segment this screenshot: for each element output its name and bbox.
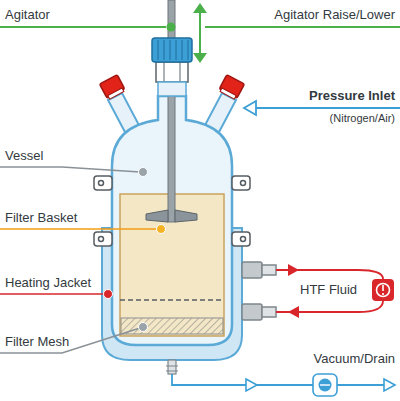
jacket-port bbox=[262, 265, 276, 275]
side-neck bbox=[100, 75, 126, 100]
agitator bbox=[168, 0, 175, 222]
vessel-flange bbox=[94, 176, 112, 190]
leader-line bbox=[0, 228, 157, 230]
leader-line bbox=[104, 290, 113, 299]
filter-basket bbox=[121, 318, 223, 334]
leader-line bbox=[0, 167, 140, 172]
part-label: Vessel bbox=[5, 149, 43, 164]
part-note: (Nitrogen/Air) bbox=[330, 112, 395, 125]
agitator-lines bbox=[167, 23, 176, 32]
vacuum-line bbox=[384, 379, 395, 391]
agitator bbox=[156, 62, 188, 82]
htf-loop bbox=[288, 306, 299, 318]
agitator bbox=[146, 210, 197, 222]
agitator-lines bbox=[205, 26, 400, 28]
pressure-inlet-line bbox=[244, 101, 256, 115]
leader-line bbox=[0, 328, 140, 353]
drain-outlet bbox=[168, 360, 176, 374]
jacket-port bbox=[242, 262, 262, 278]
drain-outlet bbox=[166, 366, 178, 371]
leader-line bbox=[139, 168, 148, 177]
agitator-lines bbox=[193, 3, 207, 63]
vessel-flange bbox=[99, 181, 104, 186]
pressure-inlet-line bbox=[254, 107, 400, 109]
part-label: Filter Basket bbox=[5, 211, 77, 226]
jacket-port bbox=[242, 262, 276, 320]
part-label: Agitator bbox=[5, 8, 50, 23]
vessel-flange bbox=[241, 237, 246, 242]
htf-loop bbox=[382, 285, 384, 295]
vessel-flange bbox=[94, 232, 112, 246]
agitator bbox=[152, 38, 192, 62]
side-neck bbox=[218, 75, 244, 100]
htf-loop bbox=[276, 264, 394, 318]
agitator bbox=[158, 82, 186, 96]
agitator-lines bbox=[199, 10, 201, 56]
filter-basket bbox=[120, 299, 224, 301]
side-neck bbox=[100, 75, 125, 99]
vacuum-line bbox=[320, 384, 330, 385]
vacuum-line bbox=[172, 374, 395, 396]
vessel-flange bbox=[99, 237, 104, 242]
htf-loop bbox=[372, 279, 394, 301]
htf-loop bbox=[288, 264, 299, 276]
leader-line bbox=[157, 225, 166, 234]
part-label: Heating Jacket bbox=[5, 276, 91, 291]
jacket-port bbox=[262, 307, 276, 317]
leader-line bbox=[139, 323, 148, 332]
htf-loop bbox=[377, 284, 390, 297]
part-label: Vacuum/Drain bbox=[314, 352, 395, 367]
part-label: Agitator Raise/Lower bbox=[274, 8, 395, 23]
side-neck bbox=[108, 88, 124, 99]
vessel-flange bbox=[241, 181, 246, 186]
vessel-flange bbox=[232, 232, 250, 246]
vacuum-line bbox=[319, 379, 332, 392]
part-label: Filter Mesh bbox=[5, 335, 69, 350]
agitator bbox=[180, 62, 181, 82]
vacuum-line bbox=[313, 374, 337, 396]
part-label: Pressure Inlet bbox=[309, 89, 395, 104]
leader-line bbox=[0, 167, 166, 353]
agitator-lines bbox=[0, 3, 400, 63]
leader-line bbox=[0, 293, 104, 295]
side-neck bbox=[219, 75, 244, 99]
agitator bbox=[146, 0, 197, 222]
vacuum-line bbox=[172, 374, 392, 385]
drain-outlet bbox=[166, 360, 178, 374]
part-label: HTF Fluid bbox=[300, 283, 357, 298]
vacuum-line bbox=[246, 379, 257, 391]
side-neck bbox=[220, 88, 236, 99]
agitator bbox=[164, 62, 165, 82]
vessel-flange bbox=[232, 176, 250, 190]
jacket-port bbox=[242, 304, 262, 320]
agitator-lines bbox=[0, 26, 166, 28]
agitator bbox=[158, 40, 188, 60]
